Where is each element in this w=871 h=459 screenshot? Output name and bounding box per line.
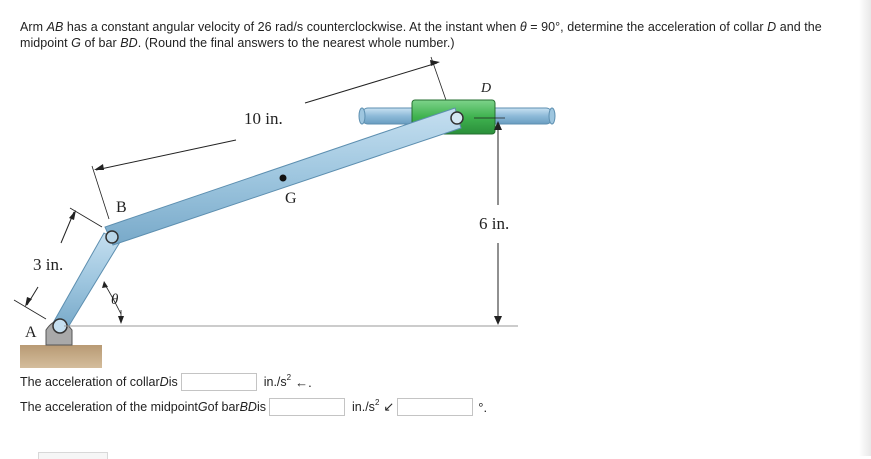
answer-row-collar-d: The acceleration of collar D is in./s2 ←… — [20, 371, 312, 393]
question-part: = 90°, determine the acceleration of col… — [526, 20, 768, 34]
midpoint-g-acceleration-input[interactable] — [269, 398, 345, 416]
var-theta: θ — [519, 20, 527, 34]
answer-middle: of bar — [207, 400, 240, 414]
var-g: G — [71, 36, 81, 50]
answer-suffix: is — [168, 375, 178, 389]
bar-ab — [52, 232, 121, 330]
arrow-down-left-icon: ↙ — [383, 399, 395, 414]
mechanism-figure: 10 in. 3 in. 6 in. — [13, 56, 556, 368]
answer-prefix: The acceleration of the midpoint — [20, 400, 198, 414]
answer-prefix: The acceleration of collar — [20, 375, 160, 389]
var-ab: AB — [46, 20, 64, 34]
dimension-3in — [13, 207, 103, 320]
pin-d — [450, 111, 464, 125]
unit-text: in./s — [352, 400, 375, 414]
var-d: D — [767, 20, 777, 34]
window-right-edge — [859, 0, 871, 456]
label-g: G — [285, 190, 297, 207]
label-b: B — [116, 199, 127, 216]
unit-label: in./s2 — [352, 398, 380, 414]
question-part: Arm — [20, 20, 47, 34]
degree-label: °. — [478, 399, 488, 415]
ground-base — [20, 345, 102, 368]
unit-exponent: 2 — [286, 373, 292, 382]
answer-row-midpoint-g: The acceleration of the midpoint G of ba… — [20, 396, 487, 418]
arrow-left-icon: ←. — [295, 374, 312, 390]
label-d: D — [480, 81, 491, 96]
theta-angle-arc — [102, 281, 124, 324]
dimension-10in — [91, 56, 448, 220]
question-part: and the midpoint — [20, 20, 822, 50]
question-part: of bar — [80, 36, 121, 50]
question-part: . (Round the final answers to the neares… — [137, 36, 455, 50]
label-theta: θ — [111, 292, 119, 308]
pin-b — [105, 230, 119, 244]
point-g — [279, 174, 287, 182]
label-3in: 3 in. — [33, 255, 63, 274]
collar-d-acceleration-input[interactable] — [180, 373, 257, 391]
answer-suffix: is — [256, 400, 266, 414]
unit-label: in./s2 — [263, 373, 292, 389]
label-a: A — [25, 324, 37, 341]
label-10in: 10 in. — [244, 109, 283, 128]
unit-exponent: 2 — [374, 398, 380, 407]
var-d: D — [159, 375, 169, 389]
label-6in: 6 in. — [479, 214, 509, 233]
var-bd: BD — [120, 36, 138, 50]
question-part: has a constant angular velocity of 26 ra… — [63, 20, 520, 34]
question-text: Arm AB has a constant angular velocity o… — [20, 19, 860, 51]
var-g: G — [197, 400, 208, 414]
var-bd: BD — [239, 400, 257, 414]
midpoint-g-angle-input[interactable] — [397, 398, 474, 416]
unit-text: in./s — [263, 375, 287, 389]
dimension-6in — [474, 117, 505, 325]
